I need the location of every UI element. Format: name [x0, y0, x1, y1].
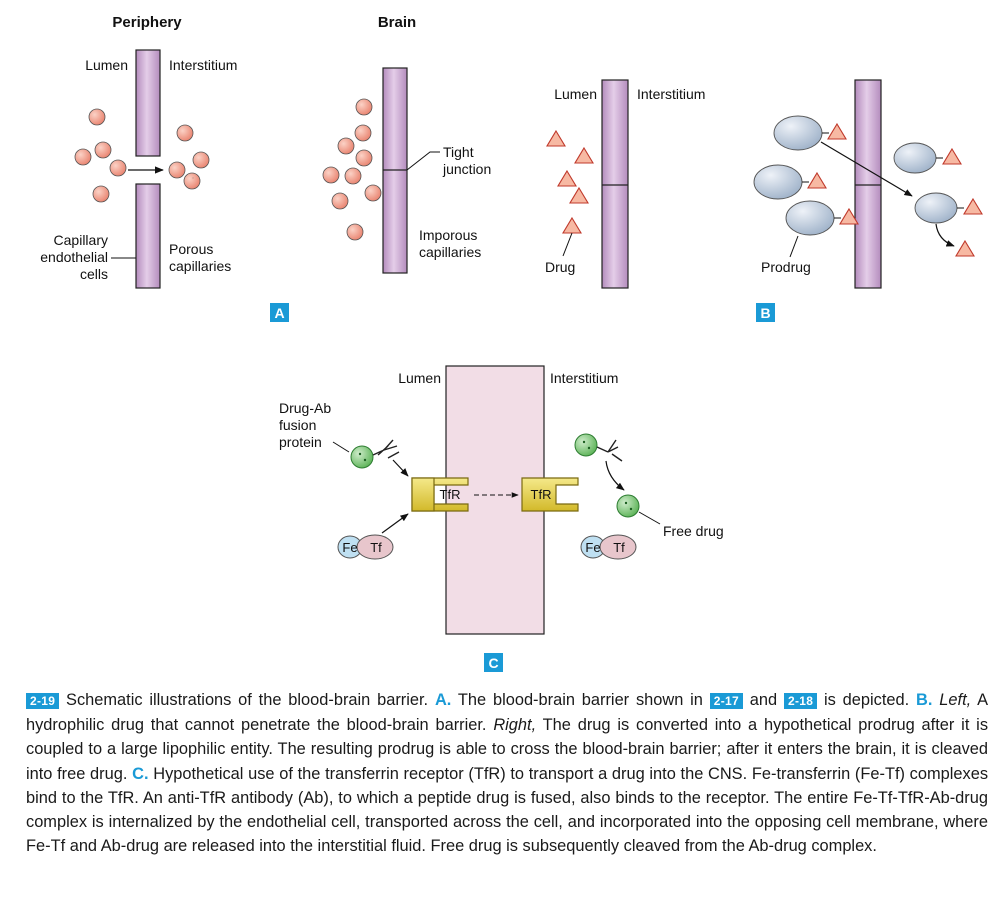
panel-c: Lumen Interstitium Drug-Ab fusion protei… — [279, 365, 724, 672]
caption-a-end: is depicted. — [824, 691, 910, 709]
panel-b-interstitium-label: Interstitium — [637, 86, 705, 102]
fusion-protein-label-3: protein — [279, 434, 322, 450]
drug-pointer — [562, 232, 573, 257]
panel-b-left: Lumen Interstitium Drug — [545, 79, 705, 289]
fe-interstitium-label: Fe — [585, 540, 600, 555]
capillary-cells-label-3: cells — [80, 266, 108, 282]
prodrug-pointer — [789, 235, 799, 258]
fusion-protein-pointer — [332, 441, 350, 453]
panel-c-lumen-label: Lumen — [398, 370, 441, 386]
free-drug-pointer — [638, 511, 661, 525]
fusion-protein-label-2: fusion — [279, 417, 316, 433]
caption-a-label: A. — [434, 691, 452, 709]
panel-a-badge — [270, 303, 289, 322]
periphery-interstitium-label: Interstitium — [169, 57, 237, 73]
panel-c-badge — [484, 653, 503, 672]
panel-a-badge-label: A — [274, 305, 284, 321]
periphery-title: Periphery — [112, 14, 182, 31]
prodrug-carriers — [753, 115, 958, 236]
tfr-lumen — [411, 477, 469, 512]
drug-label: Drug — [545, 259, 575, 275]
figure-number-badge: 2-19 — [26, 693, 60, 709]
caption-and: and — [749, 691, 778, 709]
capillary-cells-label-2: endothelial — [40, 249, 108, 265]
panel-b-left-membrane — [601, 79, 629, 289]
fe-tf-lumen — [337, 534, 394, 560]
tf-interstitium-label: Tf — [613, 540, 625, 555]
tight-junction-label-2: junction — [442, 161, 491, 177]
figure-ref-badge-1[interactable]: 2-17 — [709, 693, 743, 709]
periphery-membrane-upper — [135, 49, 161, 157]
caption-c-text: Hypothetical use of the transferrin rece… — [26, 764, 989, 856]
caption-c-label: C. — [132, 764, 149, 783]
tfr-lumen-label: TfR — [440, 487, 461, 502]
caption-b-right: The drug is converted into a hypothetica… — [26, 716, 989, 783]
panel-b-badge — [756, 303, 775, 322]
panel-b-right: Prodrug B — [753, 79, 983, 322]
figure-caption: 2-19 Schematic illustrations of the bloo… — [26, 688, 988, 858]
tfr-interstitium — [521, 477, 579, 512]
panel-c-badge-label: C — [488, 655, 498, 671]
panel-b-lumen-label: Lumen — [554, 86, 597, 102]
caption-intro: Schematic illustrations of the blood-bra… — [66, 691, 429, 709]
prodrug-linkers — [802, 132, 964, 219]
free-drug — [616, 494, 640, 518]
porous-capillaries-label-2: capillaries — [169, 258, 231, 274]
tfr-interstitium-label: TfR — [531, 487, 552, 502]
periphery-lumen-label: Lumen — [85, 57, 128, 73]
fe-lumen-label: Fe — [342, 540, 357, 555]
caption-b-left: A hydrophilic drug that cannot penetrate… — [26, 691, 989, 735]
brain-title: Brain — [378, 14, 416, 31]
panel-a-brain: Brain Tight junction Imporous capillarie… — [270, 14, 491, 322]
free-drug-label: Free drug — [663, 523, 724, 539]
prodrug-drug-triangles — [807, 122, 983, 257]
ab-drug-lumen — [350, 439, 400, 469]
imporous-capillaries-label-2: capillaries — [419, 244, 481, 260]
panel-c-interstitium-label: Interstitium — [550, 370, 618, 386]
caption-left-word: Left, — [939, 691, 972, 709]
brain-particles — [322, 98, 382, 241]
drug-triangles — [546, 129, 594, 234]
caption-right-word: Right, — [493, 716, 537, 735]
periphery-particles — [74, 108, 210, 203]
tight-junction-label-1: Tight — [443, 144, 474, 160]
drug-release-arrow — [605, 460, 625, 491]
tf-lumen-label: Tf — [370, 540, 382, 555]
ab-drug-interstitium — [574, 433, 623, 462]
caption-a-text: The blood-brain barrier shown in — [457, 691, 703, 709]
fusion-protein-label-1: Drug-Ab — [279, 400, 331, 416]
blood-brain-barrier-figure: Periphery Lumen Interstitium Capillary e… — [40, 14, 983, 672]
porous-capillaries-label-1: Porous — [169, 241, 213, 257]
cleavage-arrow — [935, 223, 955, 247]
caption-b-label: B. — [916, 691, 933, 709]
prodrug-crossing-arrow — [820, 141, 913, 197]
panel-a-periphery: Periphery Lumen Interstitium Capillary e… — [40, 14, 237, 289]
prodrug-label: Prodrug — [761, 259, 811, 275]
figure-ref-badge-2[interactable]: 2-18 — [783, 693, 818, 709]
fe-tf-to-tfr-arrow — [381, 513, 409, 534]
imporous-capillaries-label-1: Imporous — [419, 227, 477, 243]
tight-junction-pointer — [406, 151, 440, 171]
fe-tf-interstitium — [580, 534, 637, 560]
ab-to-tfr-arrow — [392, 459, 409, 477]
capillary-cells-label-1: Capillary — [54, 232, 108, 248]
periphery-membrane-lower — [135, 183, 161, 289]
panel-b-right-membrane — [854, 79, 882, 289]
panel-b-badge-label: B — [760, 305, 770, 321]
